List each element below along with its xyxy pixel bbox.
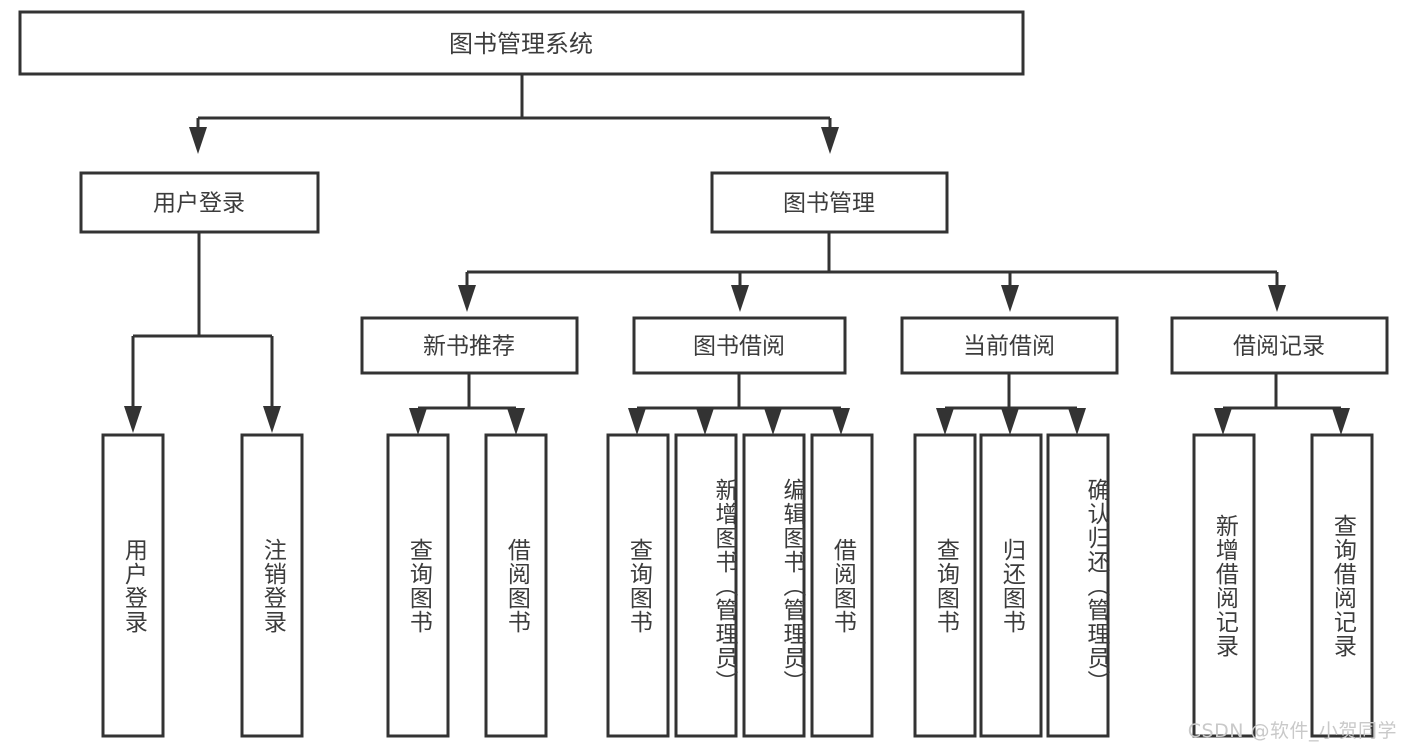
arrow-to-leaf-borrow-book-2 (832, 408, 850, 435)
leaf-box-user-login[interactable] (101, 433, 165, 738)
arrow-to-leaf-query-book-2 (628, 408, 646, 435)
node-current-borrow-label: 当前借阅 (963, 334, 1055, 360)
node-borrow-record[interactable]: 借阅记录 (1170, 316, 1389, 375)
watermark-text: CSDN @软件_小贺同学 (1187, 720, 1397, 742)
leaf-box-edit-book[interactable] (742, 433, 806, 738)
arrow-to-leaf-logout (263, 406, 281, 433)
leaf-box-query-record[interactable] (1310, 433, 1374, 738)
leaf-box-query-book-3[interactable] (913, 433, 977, 738)
node-current-borrow[interactable]: 当前借阅 (900, 316, 1119, 375)
arrow-to-current-borrow (1001, 285, 1019, 312)
arrow-to-leaf-confirm-return (1068, 408, 1086, 435)
arrow-to-book-borrow (731, 285, 749, 312)
leaf-box-borrow-book-1[interactable] (484, 433, 548, 738)
arrow-to-leaf-query-book-1 (409, 408, 427, 435)
leaf-box-query-book-2[interactable] (606, 433, 670, 738)
leaf-box-add-record[interactable] (1192, 433, 1256, 738)
arrow-to-leaf-edit-book (764, 408, 782, 435)
arrow-to-leaf-query-book-3 (936, 408, 954, 435)
connectors-book-borrow-to-leaves (628, 373, 850, 435)
leaf-box-confirm-return[interactable] (1046, 433, 1110, 738)
node-user-login-label: 用户登录 (153, 191, 245, 217)
connectors-root-to-level1 (189, 75, 839, 154)
connectors-current-borrow-to-leaves (936, 373, 1086, 435)
arrow-to-leaf-add-record (1214, 408, 1232, 435)
arrow-to-new-book-recommend (458, 285, 476, 312)
connectors-new-book-recommend-to-leaves (409, 373, 525, 435)
arrow-to-leaf-return-book (1001, 408, 1019, 435)
node-root-system[interactable]: 图书管理系统 (18, 10, 1025, 76)
node-book-borrow[interactable]: 图书借阅 (632, 316, 847, 375)
leaf-box-borrow-book-2[interactable] (810, 433, 874, 738)
node-user-login[interactable]: 用户登录 (79, 171, 320, 234)
leaf-box-return-book[interactable] (979, 433, 1043, 738)
node-borrow-record-label: 借阅记录 (1233, 334, 1325, 360)
node-new-book-recommend[interactable]: 新书推荐 (360, 316, 579, 375)
connectors-book-manage-to-level2 (458, 233, 1286, 312)
arrow-to-borrow-record (1268, 285, 1286, 312)
connectors-user-login-to-leaves (124, 233, 281, 433)
leaf-box-query-book-1[interactable] (386, 433, 450, 738)
leaf-box-logout[interactable] (240, 433, 304, 738)
arrow-to-leaf-borrow-book-1 (507, 408, 525, 435)
arrow-to-leaf-query-record (1332, 408, 1350, 435)
node-book-manage[interactable]: 图书管理 (710, 171, 949, 234)
arrow-to-user-login (189, 127, 207, 154)
connectors-borrow-record-to-leaves (1214, 373, 1350, 435)
leaf-box-add-book[interactable] (674, 433, 738, 738)
node-new-book-recommend-label: 新书推荐 (423, 334, 515, 360)
arrow-to-book-manage (821, 127, 839, 154)
arrow-to-leaf-add-book (696, 408, 714, 435)
node-book-manage-label: 图书管理 (783, 191, 875, 217)
arrow-to-leaf-user-login (124, 406, 142, 433)
node-book-borrow-label: 图书借阅 (693, 334, 785, 360)
node-root-label: 图书管理系统 (449, 30, 593, 58)
